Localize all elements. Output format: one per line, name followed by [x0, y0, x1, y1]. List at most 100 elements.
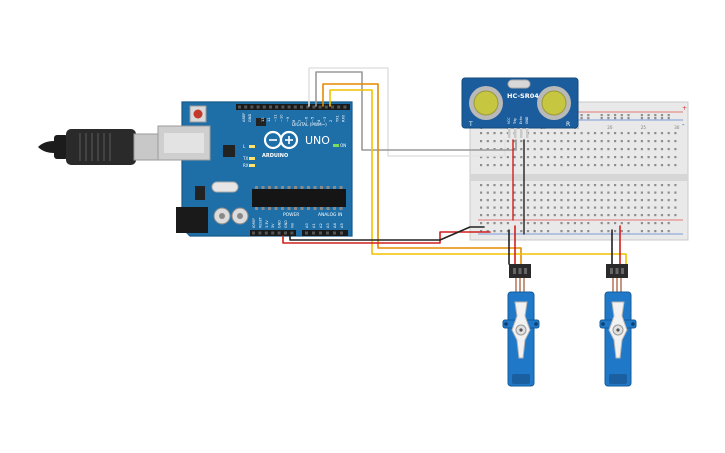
- breadboard-hole[interactable]: [567, 184, 570, 187]
- header-hole[interactable]: [264, 231, 268, 235]
- breadboard-hole[interactable]: [567, 140, 570, 143]
- breadboard-hole[interactable]: [480, 140, 483, 143]
- breadboard-hole[interactable]: [600, 114, 603, 117]
- breadboard-hole[interactable]: [647, 117, 650, 120]
- breadboard-hole[interactable]: [547, 199, 550, 202]
- breadboard-hole[interactable]: [573, 199, 576, 202]
- breadboard-hole[interactable]: [640, 230, 643, 233]
- breadboard-hole[interactable]: [587, 191, 590, 194]
- breadboard-hole[interactable]: [654, 230, 657, 233]
- breadboard-hole[interactable]: [640, 199, 643, 202]
- breadboard-hole[interactable]: [627, 140, 630, 143]
- breadboard-hole[interactable]: [614, 114, 617, 117]
- breadboard-hole[interactable]: [506, 164, 509, 167]
- breadboard-hole[interactable]: [547, 214, 550, 217]
- header-hole[interactable]: [252, 231, 255, 235]
- breadboard-hole[interactable]: [486, 191, 489, 194]
- breadboard-hole[interactable]: [486, 230, 489, 233]
- breadboard-hole[interactable]: [493, 191, 496, 194]
- breadboard-hole[interactable]: [486, 140, 489, 143]
- header-hole[interactable]: [337, 105, 341, 109]
- sensor-pin[interactable]: [508, 128, 511, 138]
- breadboard-hole[interactable]: [660, 132, 664, 135]
- breadboard-hole[interactable]: [486, 132, 489, 135]
- breadboard-hole[interactable]: [627, 214, 630, 217]
- breadboard-hole[interactable]: [480, 156, 483, 159]
- breadboard-hole[interactable]: [533, 140, 536, 143]
- breadboard-hole[interactable]: [607, 199, 610, 202]
- breadboard-hole[interactable]: [587, 132, 590, 135]
- header-hole[interactable]: [250, 105, 254, 109]
- breadboard-hole[interactable]: [567, 214, 570, 217]
- breadboard-hole[interactable]: [647, 148, 650, 151]
- breadboard-hole[interactable]: [560, 140, 563, 143]
- breadboard-hole[interactable]: [500, 214, 503, 217]
- breadboard-hole[interactable]: [580, 164, 583, 167]
- breadboard-hole[interactable]: [647, 222, 650, 225]
- breadboard-hole[interactable]: [540, 191, 543, 194]
- breadboard-hole[interactable]: [634, 214, 637, 217]
- header-hole[interactable]: [300, 105, 303, 109]
- breadboard-hole[interactable]: [580, 199, 583, 202]
- breadboard-hole[interactable]: [493, 214, 496, 217]
- breadboard-hole[interactable]: [513, 206, 516, 209]
- breadboard-hole[interactable]: [553, 164, 556, 167]
- breadboard-hole[interactable]: [620, 156, 623, 159]
- breadboard-hole[interactable]: [674, 148, 677, 151]
- breadboard-hole[interactable]: [506, 206, 509, 209]
- breadboard-hole[interactable]: [674, 214, 677, 217]
- breadboard-hole[interactable]: [660, 117, 664, 120]
- header-hole[interactable]: [290, 231, 294, 235]
- breadboard-hole[interactable]: [607, 132, 610, 135]
- breadboard-hole[interactable]: [600, 199, 603, 202]
- breadboard-hole[interactable]: [540, 184, 543, 187]
- breadboard-hole[interactable]: [647, 140, 650, 143]
- breadboard-hole[interactable]: [674, 199, 677, 202]
- breadboard-hole[interactable]: [526, 230, 530, 233]
- breadboard-hole[interactable]: [506, 222, 509, 225]
- breadboard-hole[interactable]: [593, 156, 597, 159]
- breadboard-hole[interactable]: [674, 164, 677, 167]
- breadboard-hole[interactable]: [587, 114, 590, 117]
- breadboard-hole[interactable]: [560, 206, 563, 209]
- breadboard-hole[interactable]: [593, 140, 597, 143]
- breadboard-hole[interactable]: [627, 148, 630, 151]
- breadboard-hole[interactable]: [540, 164, 543, 167]
- breadboard-hole[interactable]: [520, 191, 523, 194]
- breadboard-hole[interactable]: [640, 140, 643, 143]
- breadboard-hole[interactable]: [654, 156, 657, 159]
- breadboard-hole[interactable]: [600, 117, 603, 120]
- breadboard-hole[interactable]: [667, 148, 670, 151]
- breadboard-hole[interactable]: [593, 148, 597, 151]
- breadboard-hole[interactable]: [526, 156, 530, 159]
- breadboard-hole[interactable]: [600, 222, 603, 225]
- breadboard-hole[interactable]: [533, 156, 536, 159]
- header-hole[interactable]: [324, 105, 328, 109]
- breadboard-hole[interactable]: [520, 214, 523, 217]
- breadboard-hole[interactable]: [660, 199, 664, 202]
- breadboard-hole[interactable]: [573, 132, 576, 135]
- breadboard-hole[interactable]: [627, 114, 630, 117]
- breadboard-hole[interactable]: [500, 199, 503, 202]
- breadboard-hole[interactable]: [506, 230, 509, 233]
- breadboard-hole[interactable]: [674, 132, 677, 135]
- breadboard-hole[interactable]: [526, 140, 530, 143]
- breadboard-hole[interactable]: [547, 140, 550, 143]
- breadboard-hole[interactable]: [674, 184, 677, 187]
- breadboard-hole[interactable]: [587, 184, 590, 187]
- breadboard-hole[interactable]: [567, 191, 570, 194]
- breadboard-hole[interactable]: [614, 132, 617, 135]
- breadboard-hole[interactable]: [654, 140, 657, 143]
- breadboard-hole[interactable]: [607, 184, 610, 187]
- breadboard-hole[interactable]: [600, 148, 603, 151]
- breadboard-hole[interactable]: [533, 164, 536, 167]
- breadboard-hole[interactable]: [553, 214, 556, 217]
- breadboard-hole[interactable]: [614, 140, 617, 143]
- breadboard-hole[interactable]: [480, 164, 483, 167]
- breadboard-hole[interactable]: [567, 148, 570, 151]
- breadboard-hole[interactable]: [526, 191, 530, 194]
- sensor-pin[interactable]: [520, 128, 523, 138]
- breadboard-hole[interactable]: [614, 206, 617, 209]
- breadboard-hole[interactable]: [580, 184, 583, 187]
- header-hole[interactable]: [238, 105, 241, 109]
